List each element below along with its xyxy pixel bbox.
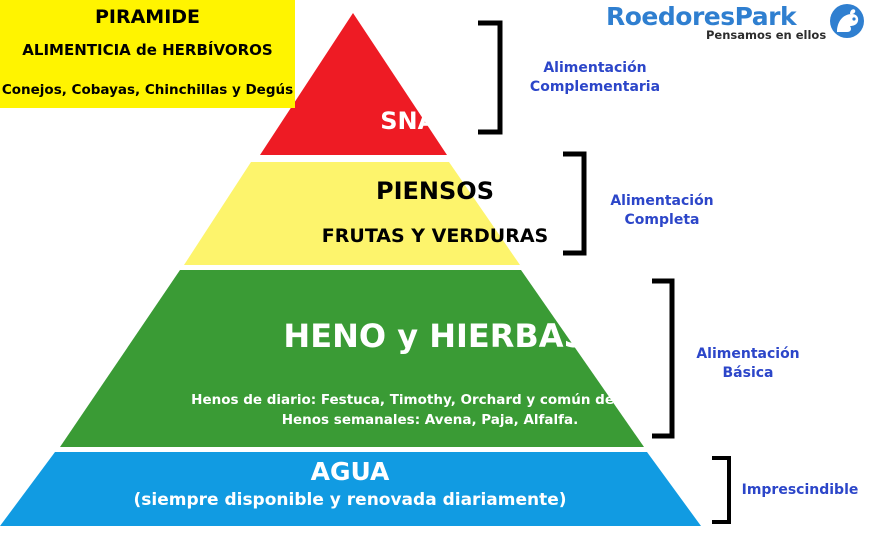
label-basica-line-2: Básica [722,365,774,381]
tier-agua-shape [0,452,701,526]
logo-tagline: Pensamos en ellos [706,28,827,42]
label-basica: Alimentación Básica [678,345,818,383]
tier-piensos-label: PIENSOS [376,177,494,205]
tier-piensos-sublabel: FRUTAS Y VERDURAS [321,225,549,247]
tier-heno-shape [60,270,644,447]
label-complementaria: Alimentación Complementaria [525,59,665,97]
tier-heno-label: HENO y HIERBAS [283,317,587,355]
label-completa: Alimentación Completa [592,192,732,230]
title-line-2: ALIMENTICIA de HERBÍVOROS [22,41,273,59]
title-box: PIRAMIDE ALIMENTICIA de HERBÍVOROS Conej… [0,0,295,108]
label-completa-line-2: Completa [624,212,700,228]
tier-heno-detail-2: Henos semanales: Avena, Paja, Alfalfa. [281,412,579,428]
bracket-complementaria [478,20,503,135]
title-line-3: Conejos, Cobayas, Chinchillas y Degús [1,82,294,98]
tier-heno-detail-1: Henos de diario: Festuca, Timothy, Orcha… [191,392,669,408]
tier-snacks-shape [260,13,447,155]
tier-agua-label: AGUA [310,457,390,486]
title-line-1: PIRAMIDE [94,6,201,28]
logo-name: RoedoresPark [606,2,797,31]
label-complementaria-line-2: Complementaria [529,79,661,95]
tier-snacks-label: SNACKS [380,107,490,135]
rodent-icon [830,4,864,38]
label-complementaria-line-1: Alimentación [543,60,647,76]
label-imprescindible: Imprescindible [730,481,870,500]
tier-piensos-shape [184,162,520,265]
bracket-imprescindible [712,456,731,524]
label-imprescindible-line-1: Imprescindible [741,482,859,498]
bracket-completa [563,151,587,256]
label-completa-line-1: Alimentación [610,193,714,209]
bracket-basica [652,278,675,439]
brand-logo: RoedoresPark Pensamos en ellos [606,2,868,44]
label-basica-line-1: Alimentación [696,346,800,362]
tier-agua-sublabel: (siempre disponible y renovada diariamen… [133,490,567,510]
